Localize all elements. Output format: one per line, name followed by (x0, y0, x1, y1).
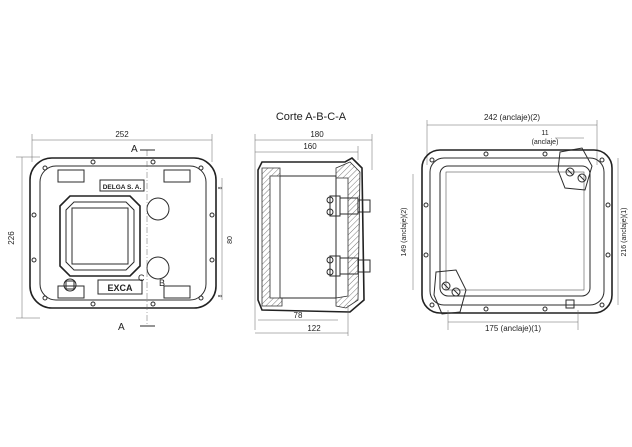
rear-frame-inner (439, 165, 591, 297)
exca-plate (97, 279, 143, 295)
anchor-bracket-top-right (557, 147, 593, 191)
front-body (39, 165, 207, 301)
flange-bolts (31, 159, 215, 307)
lug (57, 169, 85, 183)
section-mark-b: B (159, 278, 165, 288)
window-glass (71, 207, 129, 265)
brand-plate-text: DELGA S. A. (103, 184, 142, 191)
rear-bolts (423, 151, 611, 312)
right-wall-section (335, 161, 361, 309)
section-view: Corte A-B-C-A 180 160 78 (254, 111, 373, 336)
bottom-dim-label: 175 (anclaje)(1) (485, 324, 541, 333)
right-dim-label: 216 (anclaje)(1) (621, 207, 628, 256)
rear-flange (421, 149, 613, 314)
cover-plate (269, 175, 281, 299)
section-body (257, 157, 365, 313)
earth-screw (63, 278, 77, 292)
section-mark-c: C (138, 273, 145, 283)
section-title: Corte A-B-C-A (276, 111, 347, 123)
lug (163, 285, 191, 299)
small-dim-note: (anclaje) (532, 139, 559, 146)
small-dim-value: 11 (541, 130, 548, 137)
section-mark-a-bottom: A (118, 322, 125, 333)
section-mark-a-top: A (131, 144, 138, 155)
right-dim-small: 8 (218, 186, 224, 189)
gland-bottom (326, 255, 371, 277)
window-inner (65, 201, 135, 271)
cable-gland-bottom (146, 256, 170, 280)
earth-terminal (565, 299, 575, 309)
width-252-label: 252 (115, 130, 129, 139)
earth-screw-head (65, 280, 75, 290)
top-dim-label: 242 (anclaje)(2) (484, 113, 540, 122)
dim-180-label: 180 (310, 130, 324, 139)
left-wall-section (261, 167, 283, 307)
lug (163, 169, 191, 183)
brand-plate (99, 179, 145, 192)
inner-cavity (279, 175, 337, 299)
lug (57, 285, 85, 299)
left-dim-label: 149 (anclaje)(2) (401, 207, 408, 256)
anchor-bracket-bottom-left (433, 269, 467, 315)
rear-opening (445, 171, 585, 291)
right-dim-80: 80 (227, 236, 234, 244)
exca-plate-text: EXCA (107, 283, 133, 293)
cable-gland-top (146, 197, 170, 221)
height-226-label: 226 (7, 231, 16, 245)
dim-122-label: 122 (307, 324, 321, 333)
gland-top (326, 195, 371, 217)
front-flange (29, 157, 217, 309)
window-frame (59, 195, 141, 277)
right-dim-small2: 8 (218, 294, 224, 297)
dim-78-label: 78 (294, 311, 303, 320)
rear-frame-outer (429, 157, 605, 306)
front-view: 252 226 DELGA S. A. EXCA (7, 130, 234, 333)
rear-view: 242 (anclaje)(2) 11 (anclaje) (401, 113, 628, 333)
dim-160-label: 160 (303, 142, 317, 151)
